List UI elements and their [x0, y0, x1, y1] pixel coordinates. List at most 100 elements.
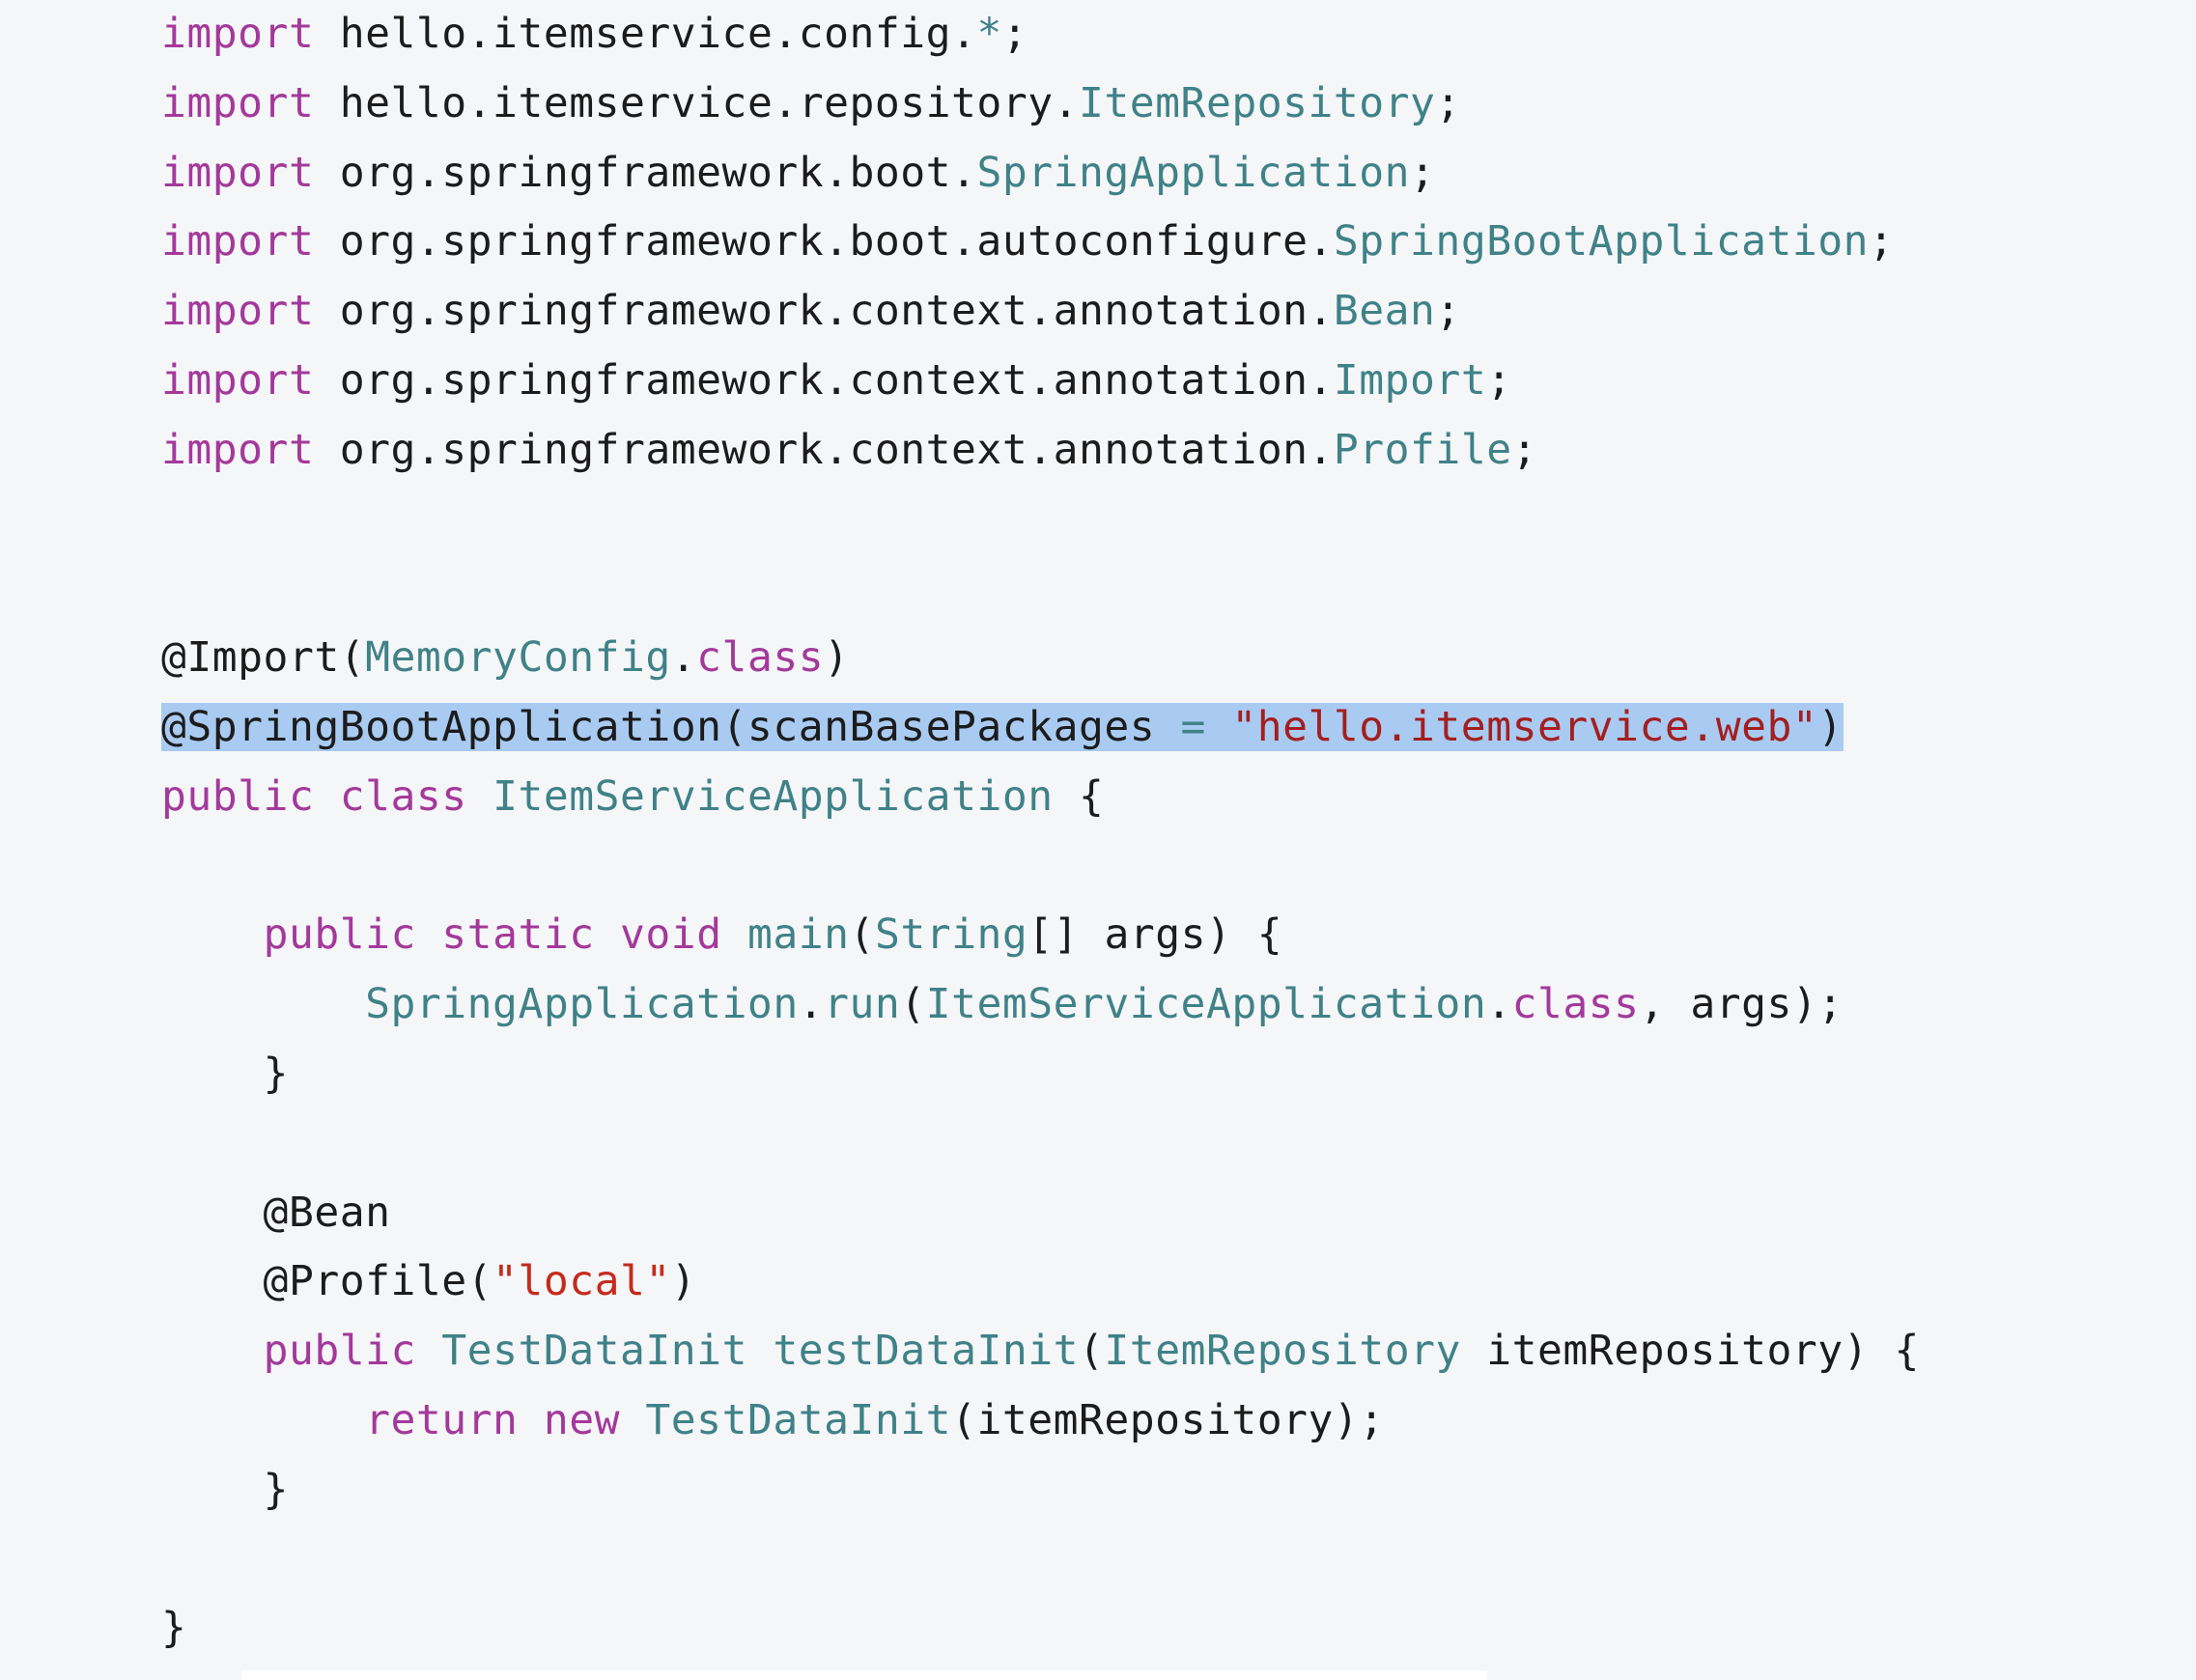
code-token: [] args) { — [1028, 910, 1283, 960]
code-token — [314, 772, 339, 821]
type-token: SpringApplication — [976, 148, 1411, 197]
type-token: Import — [1333, 355, 1487, 405]
code-line: public static void main(String[] args) { — [161, 901, 1920, 970]
code-token: { — [1053, 771, 1105, 821]
code-line: import org.springframework.context.annot… — [161, 277, 1920, 347]
code-token — [161, 1327, 264, 1375]
keyword-token: class — [339, 771, 467, 821]
keyword-token: import — [161, 355, 315, 405]
code-line — [161, 1526, 1920, 1595]
code-line: public TestDataInit testDataInit(ItemRep… — [161, 1317, 1920, 1386]
type-token: ItemRepository — [1104, 1327, 1461, 1376]
code-token — [416, 1327, 441, 1375]
string-token: "local" — [493, 1257, 671, 1306]
keyword-token: public — [161, 771, 315, 821]
code-token: ) — [824, 633, 850, 683]
code-line: import hello.itemservice.repository.Item… — [161, 70, 1920, 139]
code-token — [467, 772, 493, 821]
code-token — [416, 910, 441, 959]
keyword-token: return — [365, 1395, 519, 1444]
type-token: Profile — [1333, 425, 1512, 474]
code-token: ; — [1511, 425, 1537, 474]
type-token: ItemServiceApplication — [493, 771, 1054, 821]
keyword-token: import — [161, 78, 315, 127]
code-line: public class ItemServiceApplication { — [161, 763, 1920, 832]
code-line: } — [161, 1456, 1920, 1526]
code-token: ) — [670, 1257, 697, 1306]
code-line: import org.springframework.context.annot… — [161, 347, 1920, 416]
code-token: ( — [1079, 1327, 1105, 1376]
code-token — [161, 910, 264, 959]
keyword-token: public — [263, 910, 416, 960]
code-block[interactable]: import hello.itemservice.config.*;import… — [161, 0, 1920, 1664]
type-token: TestDataInit — [441, 1327, 747, 1376]
code-token — [595, 910, 620, 959]
code-token: (itemRepository); — [951, 1395, 1385, 1444]
type-token: run — [824, 980, 901, 1029]
operator-token: * — [976, 10, 1002, 58]
code-token: org.springframework.boot.autoconfigure. — [314, 217, 1334, 266]
code-token: @Bean — [161, 1188, 391, 1237]
code-token: hello.itemservice.config. — [314, 10, 977, 58]
code-line: } — [161, 1594, 1920, 1664]
code-token: hello.itemservice.repository. — [314, 78, 1079, 127]
keyword-token: class — [696, 633, 825, 683]
code-line — [161, 486, 1920, 555]
type-token: ItemServiceApplication — [925, 980, 1487, 1029]
code-line: @Profile("local") — [161, 1247, 1920, 1317]
type-token: String — [874, 910, 1028, 960]
code-token: ; — [1001, 10, 1028, 58]
code-line: SpringApplication.run(ItemServiceApplica… — [161, 970, 1920, 1040]
code-line: import org.springframework.boot.autoconf… — [161, 208, 1920, 277]
keyword-token: static — [441, 910, 595, 960]
code-token: ; — [1435, 287, 1461, 336]
code-token: org.springframework.context.annotation. — [314, 287, 1334, 336]
code-token: @Profile( — [161, 1257, 493, 1306]
code-token: ( — [849, 910, 875, 960]
type-token: main — [746, 910, 850, 960]
code-token: ; — [1869, 217, 1895, 266]
keyword-token: class — [1511, 980, 1640, 1029]
code-token — [722, 910, 747, 959]
keyword-token: import — [161, 425, 315, 474]
type-token: Bean — [1333, 287, 1436, 336]
code-token: itemRepository) { — [1460, 1327, 1920, 1376]
code-token: , args); — [1639, 980, 1844, 1029]
string-token: "hello.itemservice.web" — [1231, 702, 1818, 751]
code-token: } — [161, 1465, 289, 1514]
code-token: ; — [1435, 78, 1461, 127]
code-line: return new TestDataInit(itemRepository); — [161, 1386, 1920, 1456]
type-token: MemoryConfig — [365, 633, 671, 683]
code-line: import org.springframework.boot.SpringAp… — [161, 139, 1920, 209]
code-token — [518, 1396, 543, 1444]
keyword-token: import — [161, 287, 315, 336]
type-token: SpringApplication — [365, 980, 799, 1029]
keyword-token: new — [543, 1395, 621, 1444]
code-line: import hello.itemservice.config.*; — [161, 0, 1920, 70]
code-line: @Import(MemoryConfig.class) — [161, 624, 1920, 693]
code-token: @Import( — [161, 633, 366, 683]
code-token: . — [1486, 980, 1512, 1029]
type-token: testDataInit — [773, 1327, 1080, 1376]
keyword-token: void — [620, 910, 722, 960]
code-line-selected: @SpringBootApplication(scanBasePackages … — [161, 693, 1920, 763]
type-token: TestDataInit — [645, 1395, 952, 1444]
code-token: ) — [1817, 702, 1844, 751]
keyword-token: import — [161, 217, 315, 266]
code-token: ; — [1486, 355, 1512, 405]
code-line — [161, 554, 1920, 624]
code-token: @SpringBootApplication(scanBasePackages — [161, 702, 1181, 751]
operator-token: = — [1180, 702, 1206, 751]
code-token — [747, 1327, 773, 1375]
code-line: import org.springframework.context.annot… — [161, 416, 1920, 486]
code-token: . — [670, 633, 697, 683]
keyword-token: import — [161, 10, 315, 58]
code-token: org.springframework.context.annotation. — [314, 425, 1334, 474]
code-token — [161, 1396, 365, 1444]
code-token: org.springframework.context.annotation. — [314, 355, 1334, 405]
code-token: org.springframework.boot. — [314, 148, 977, 197]
code-token: } — [161, 1604, 187, 1653]
code-token: } — [161, 1049, 289, 1098]
keyword-token: import — [161, 148, 315, 197]
code-line — [161, 1109, 1920, 1179]
